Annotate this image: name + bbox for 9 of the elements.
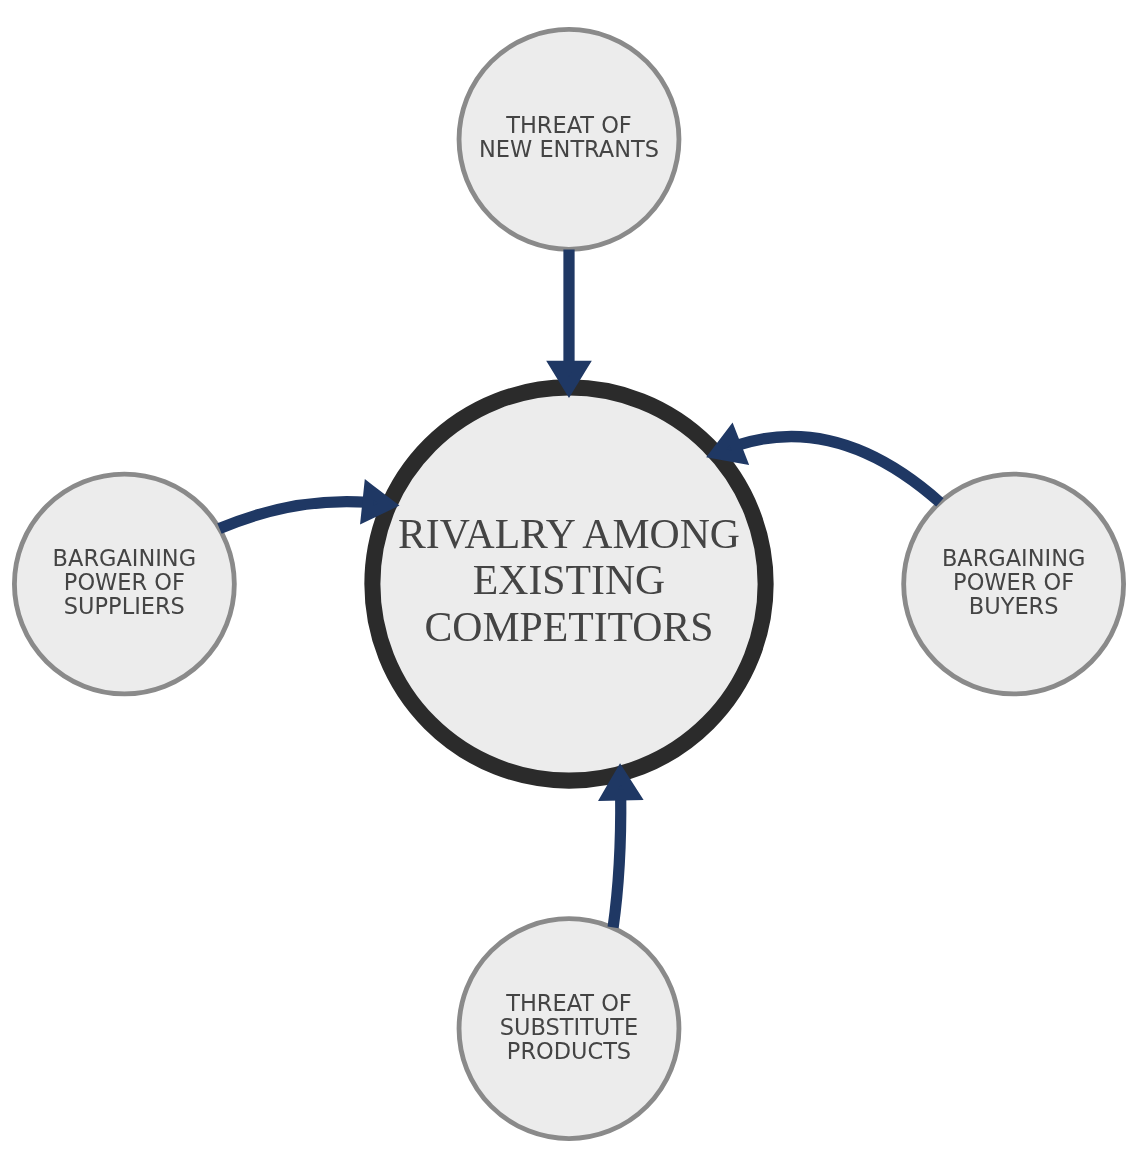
arrow (706, 422, 944, 507)
node-circle: THREAT OF NEW ENTRANTS (456, 27, 682, 252)
node-circle: BARGAINING POWER OF SUPPLIERS (12, 471, 237, 697)
node-circle: RIVALRY AMONG EXISTING COMPETITORS (364, 379, 774, 789)
node-circle: BARGAINING POWER OF BUYERS (901, 471, 1126, 697)
arrow (546, 249, 592, 399)
arrow (598, 763, 644, 929)
arrow (217, 479, 400, 534)
node-circle: THREAT OF SUBSTITUTE PRODUCTS (456, 916, 682, 1141)
